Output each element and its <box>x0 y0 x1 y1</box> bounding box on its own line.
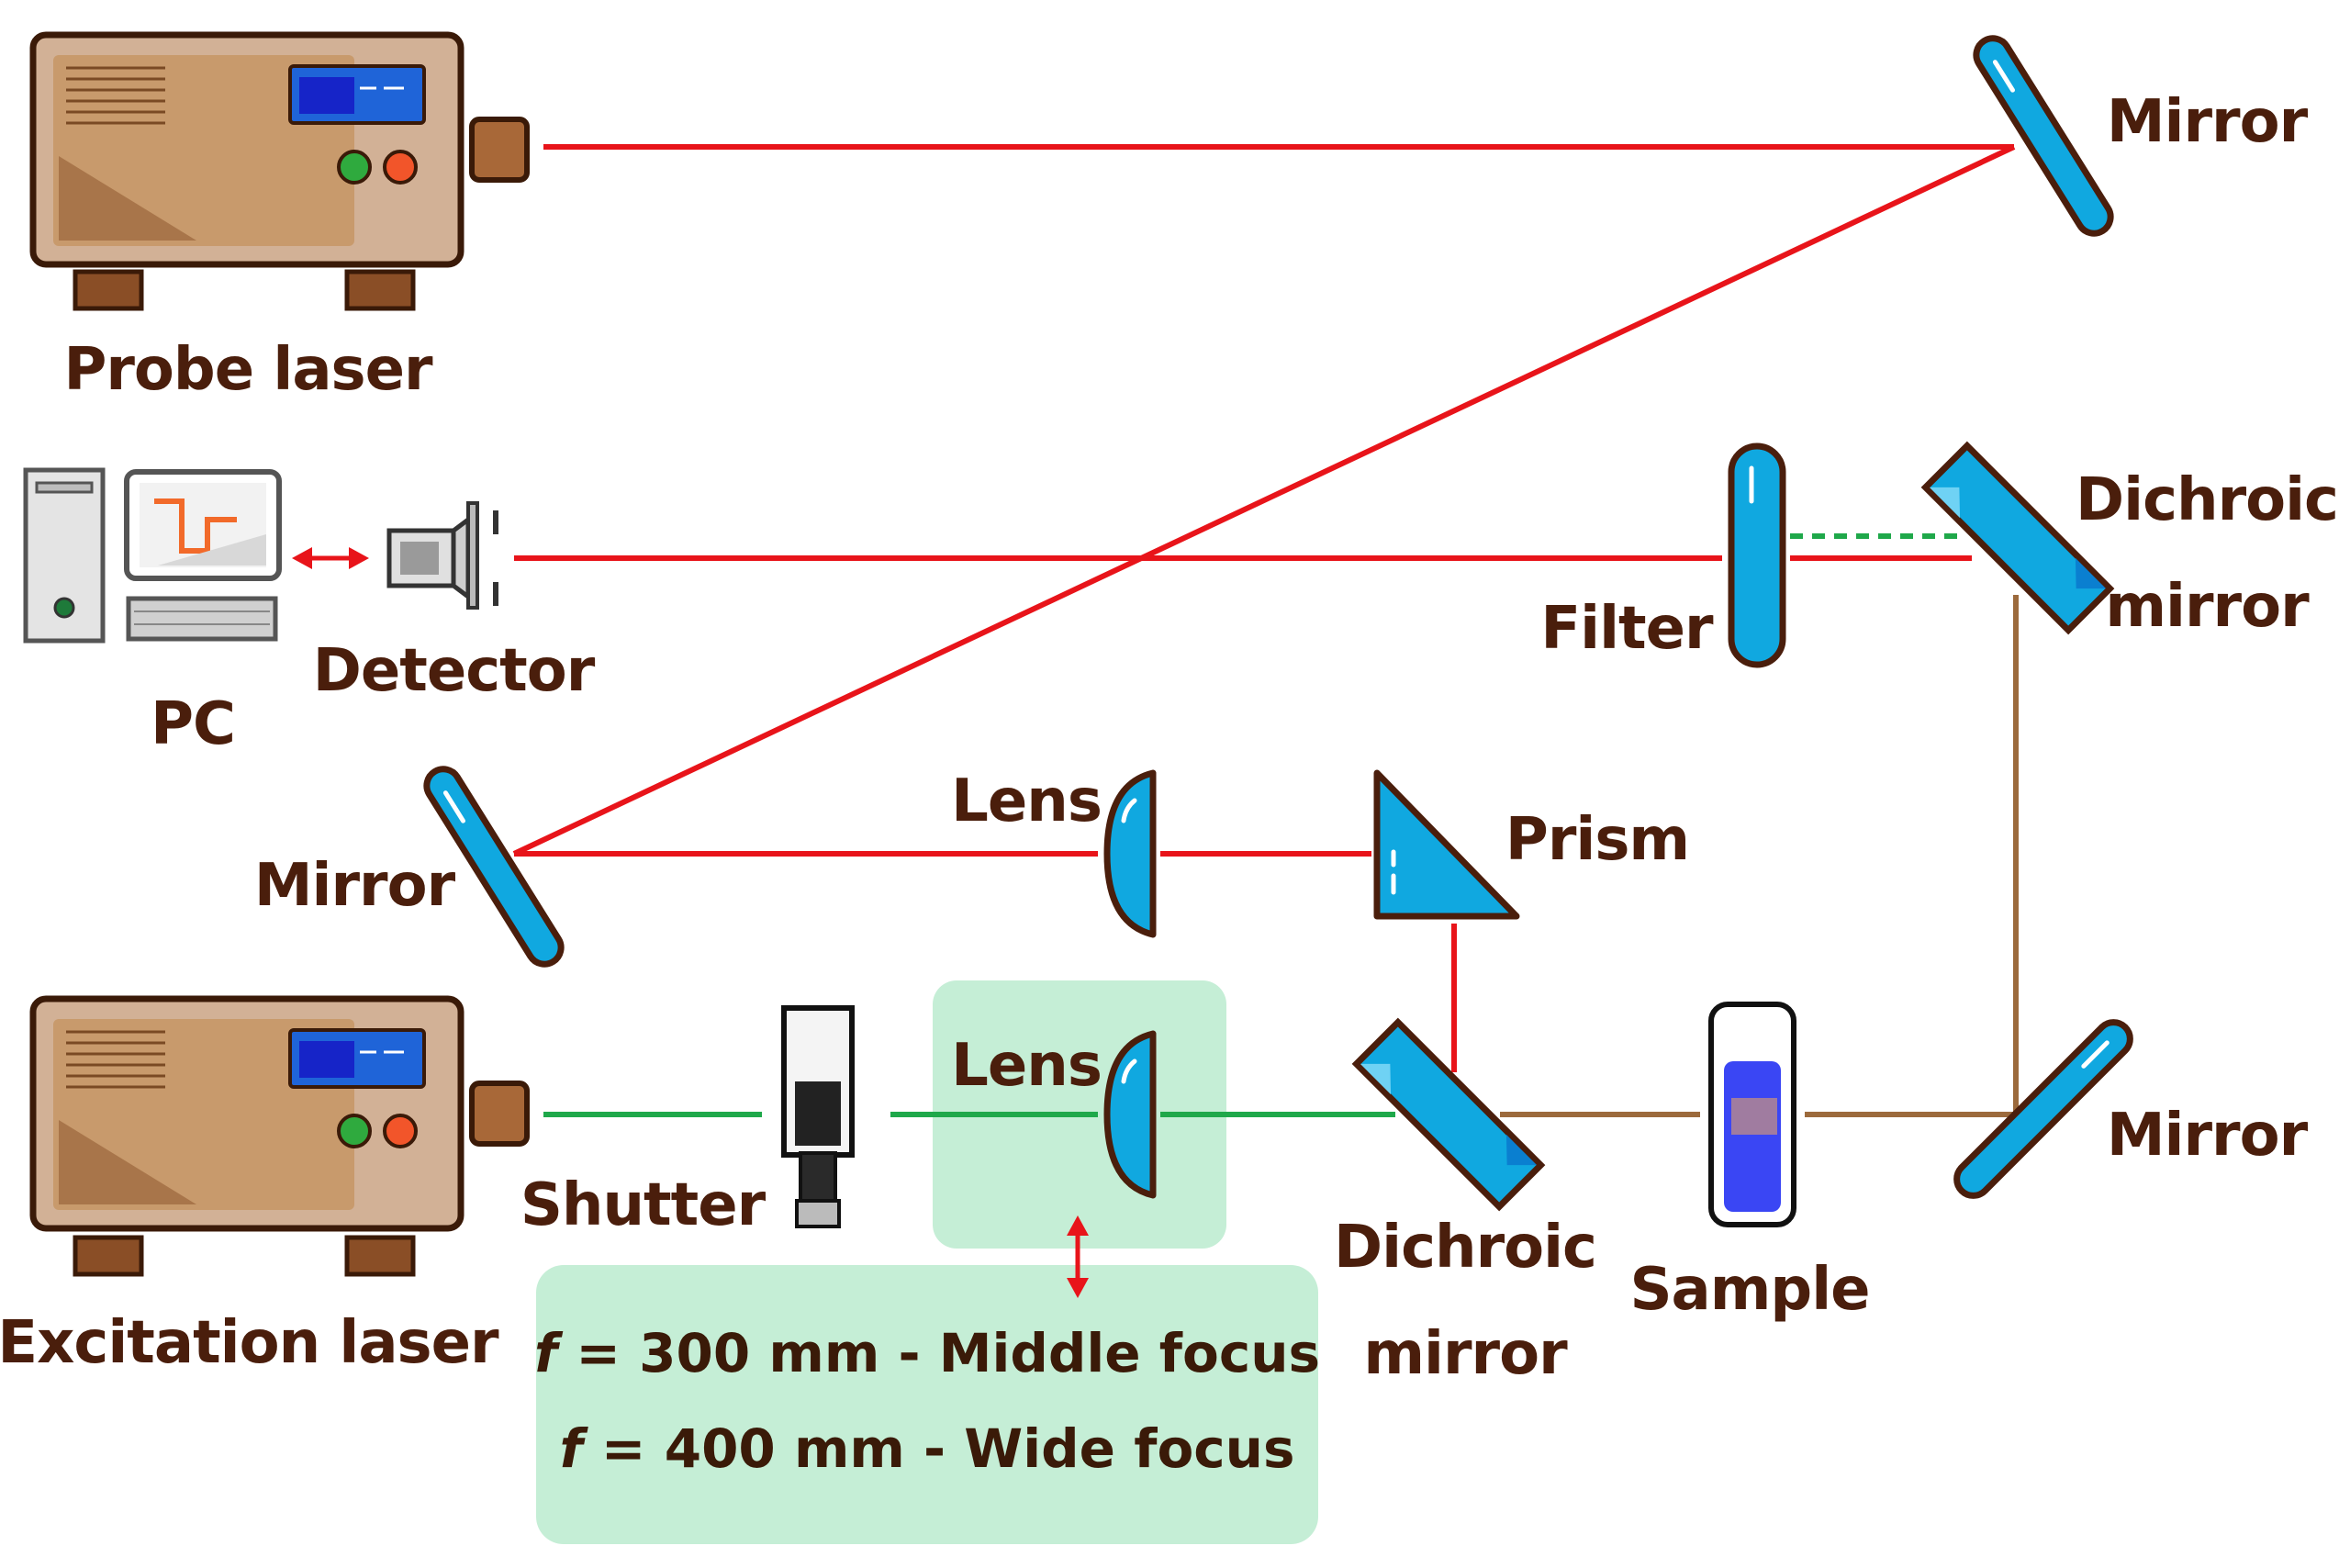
lens-top <box>1103 769 1157 938</box>
sample-cuvette <box>1708 1002 1796 1227</box>
focus-note-line1-text: = 300 mm - Middle focus <box>557 1322 1320 1384</box>
dichroic-mirror-top <box>1920 441 2115 635</box>
pc-detector-link-arrow <box>292 547 369 569</box>
filter-label: Filter <box>1540 595 1714 663</box>
mirror-left-label: Mirror <box>254 852 456 920</box>
detector-label: Detector <box>313 637 596 705</box>
signal-beam-path <box>1500 595 2019 1117</box>
pc-icon <box>23 467 282 644</box>
probe-laser-label: Probe laser <box>63 336 433 404</box>
dichroic-mirror-bottom-label: Dichroic <box>1334 1214 1596 1282</box>
dichroic-mirror-bottom <box>1351 1017 1546 1212</box>
probe-beam-path <box>512 144 2016 1072</box>
sample-label: Sample <box>1629 1256 1869 1324</box>
excitation-beam-path <box>543 533 1964 1117</box>
mirror-bottom-right-label: Mirror <box>2107 1102 2309 1170</box>
dichroic-mirror-top-label-line2: mirror <box>2105 573 2310 641</box>
mirror-top-right <box>1973 35 2114 237</box>
lens-bottom-label: Lens <box>951 1032 1102 1100</box>
detector-icon <box>386 501 498 610</box>
dichroic-mirror-bottom-label-line2: mirror <box>1363 1320 1568 1388</box>
lens-focus-arrow <box>1067 1215 1089 1298</box>
focus-note-box <box>536 1265 1318 1544</box>
filter-optic <box>1728 442 1786 668</box>
excitation-laser <box>29 995 530 1277</box>
shutter-icon <box>781 1005 855 1228</box>
focus-note-line2: f = 400 mm - Wide focus <box>560 1417 1295 1480</box>
excitation-laser-label: Excitation laser <box>0 1309 499 1377</box>
lens-top-label: Lens <box>951 767 1102 835</box>
mirror-bottom-right <box>1953 1019 2133 1199</box>
dichroic-mirror-top-label: Dichroic <box>2076 466 2338 534</box>
mirror-top-right-label: Mirror <box>2107 88 2309 156</box>
shutter-label: Shutter <box>520 1171 767 1239</box>
mirror-left <box>423 766 565 968</box>
prism-optic <box>1373 769 1520 920</box>
focus-note-line1: f = 300 mm - Middle focus <box>534 1322 1320 1384</box>
probe-laser <box>29 31 530 311</box>
lens-bottom <box>1103 1030 1157 1199</box>
prism-label: Prism <box>1505 806 1689 874</box>
pc-label: PC <box>151 690 235 758</box>
focus-note-line2-text: = 400 mm - Wide focus <box>583 1417 1295 1480</box>
